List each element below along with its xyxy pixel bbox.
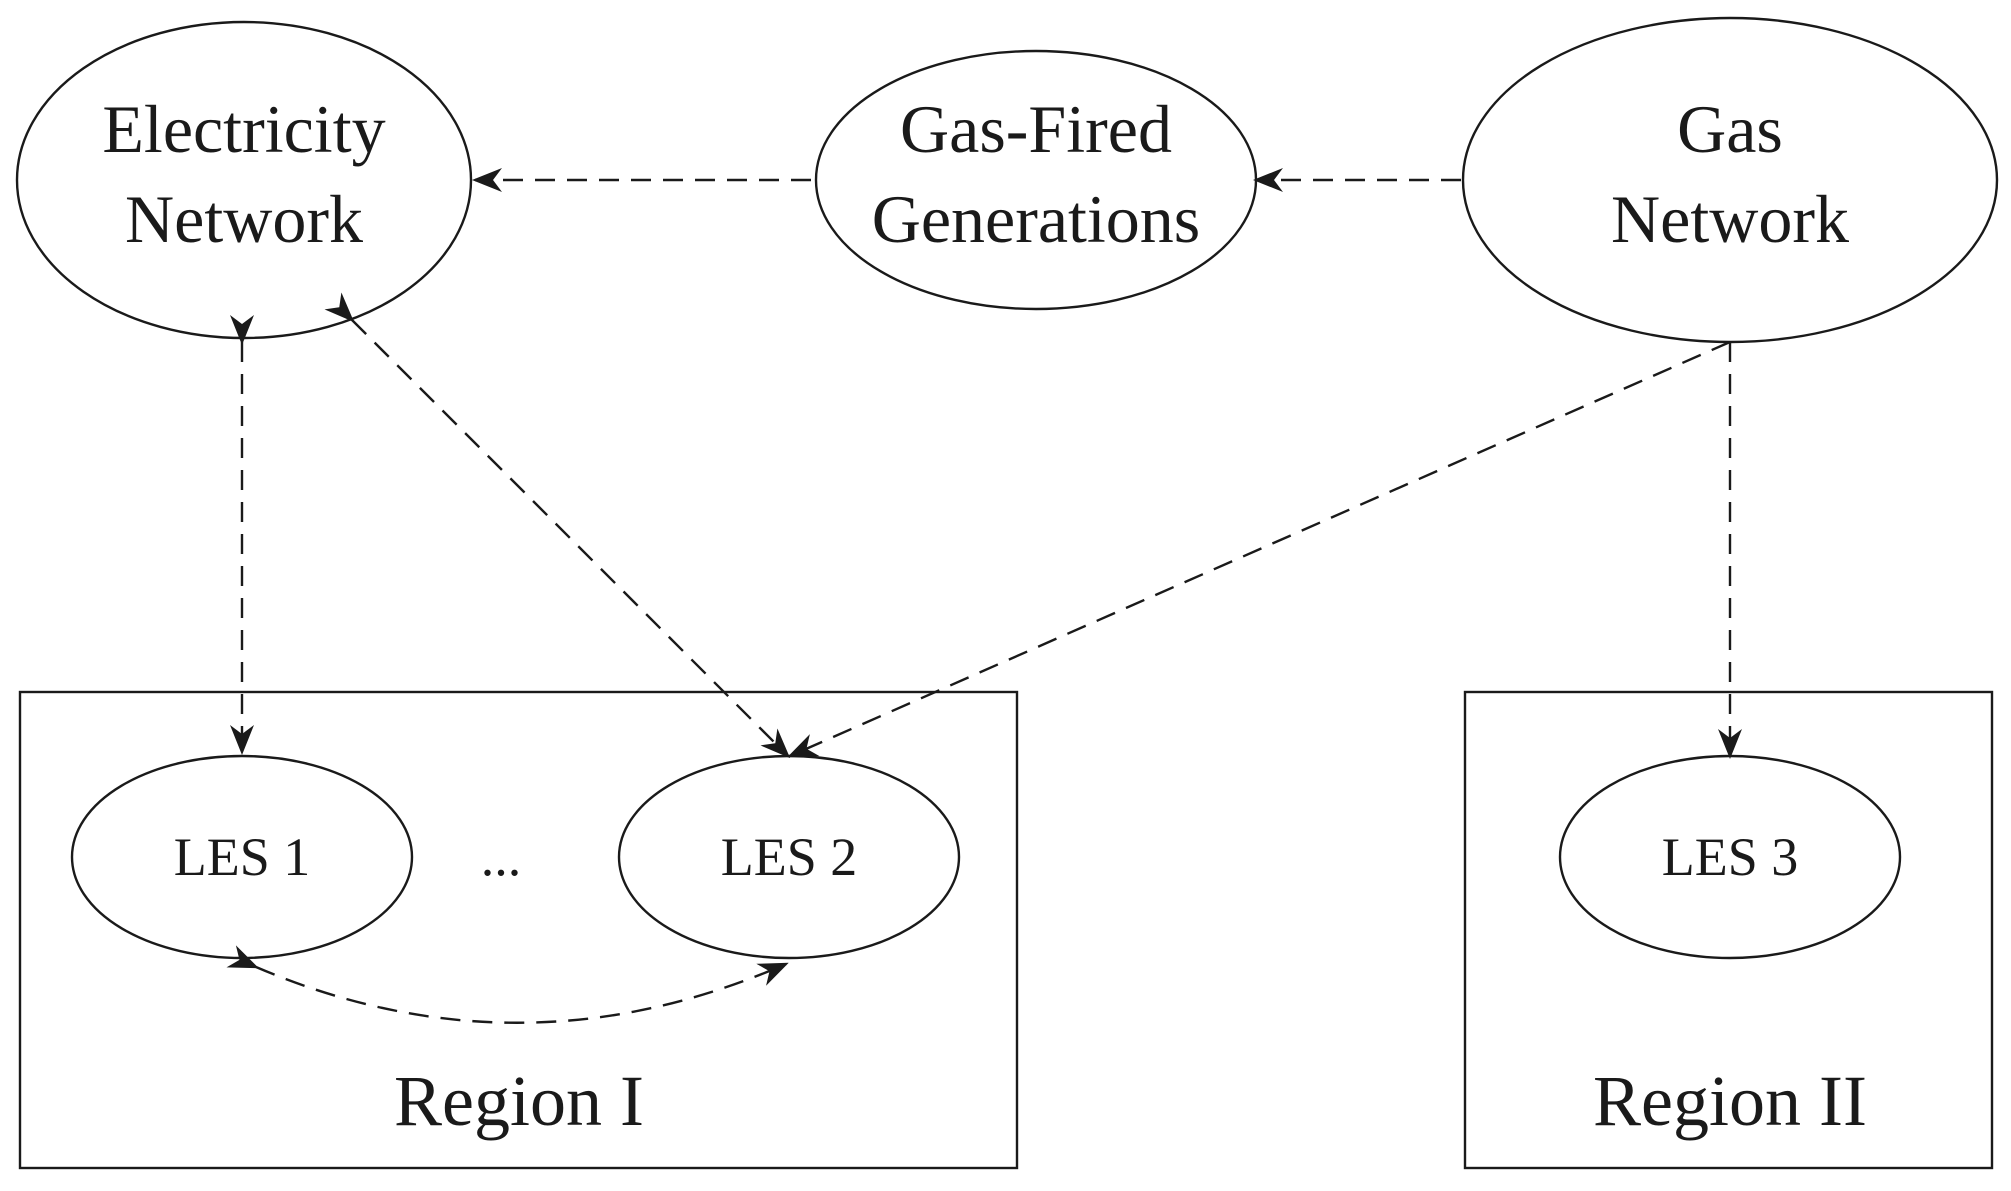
ellipsis-label: ...: [481, 827, 522, 887]
gas-network-node: [1461, 16, 1999, 344]
region-ii-label: Region II: [1593, 1061, 1867, 1141]
electricity-network-node: [15, 20, 473, 340]
edge-les1-les2: [226, 945, 789, 1024]
les-2-label: LES 2: [721, 827, 858, 887]
gas-fired-generations-label-line1: Gas-Fired: [900, 91, 1172, 167]
gas-fired-generations-node: [814, 49, 1258, 311]
edge-electricity-les2: [324, 292, 791, 759]
gas-fired-generations-label-line2: Generations: [872, 181, 1201, 257]
edge-gas-to-les2: [787, 340, 1731, 758]
gas-network-label-line2: Network: [1611, 181, 1849, 257]
les-3-label: LES 3: [1662, 827, 1799, 887]
les-1-label: LES 1: [174, 827, 311, 887]
region-i-label: Region I: [394, 1061, 644, 1141]
electricity-network-label-line2: Network: [125, 181, 363, 257]
gas-network-label-line1: Gas: [1677, 91, 1783, 167]
electricity-network-label-line1: Electricity: [102, 91, 385, 167]
